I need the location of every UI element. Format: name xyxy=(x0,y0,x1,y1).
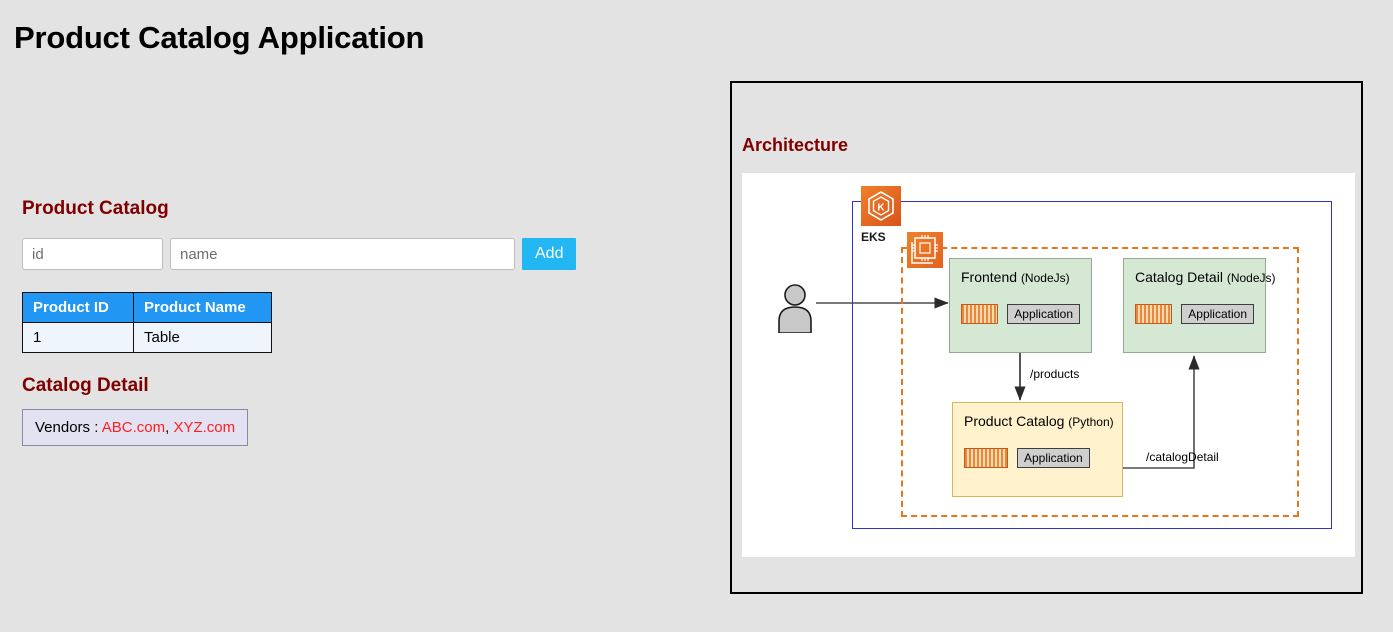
edge-product-catalog-to-catalog-detail xyxy=(1123,355,1200,469)
product-catalog-heading: Product Catalog xyxy=(22,198,169,219)
eks-kubernetes-icon: K xyxy=(861,186,901,226)
service-title-catalog-detail: Catalog Detail (NodeJs) xyxy=(1135,269,1276,285)
vendors-label: Vendors : xyxy=(35,419,99,436)
eks-cluster-boundary xyxy=(852,201,1332,529)
column-header-product-id: Product ID xyxy=(22,292,134,323)
service-name-product-catalog: Product Catalog xyxy=(964,413,1065,429)
table-header-row: Product ID Product Name xyxy=(22,292,272,323)
vendors-box: Vendors : ABC.com, XYZ.com xyxy=(22,409,249,446)
add-product-form: Add xyxy=(22,238,642,270)
product-id-input[interactable] xyxy=(22,238,163,270)
ec2-node-chip-icon xyxy=(907,232,943,268)
product-catalog-pane: Product Catalog Add Product ID Product N… xyxy=(22,198,642,446)
container-stripes-icon xyxy=(961,304,999,324)
architecture-panel: Architecture xyxy=(730,81,1363,594)
service-box-catalog-detail: Catalog Detail (NodeJs) Application xyxy=(1123,258,1276,353)
service-title-product-catalog: Product Catalog (Python) xyxy=(964,413,1114,429)
eks-label: EKS xyxy=(861,230,886,244)
service-tech-catalog-detail: (NodeJs) xyxy=(1226,271,1276,285)
service-tech-frontend: (NodeJs) xyxy=(1020,271,1070,285)
product-catalog-table: Product ID Product Name 1 Table xyxy=(22,292,272,353)
architecture-heading: Architecture xyxy=(742,135,849,155)
application-chip-catalog-detail: Application xyxy=(1181,304,1254,324)
cell-product-id: 1 xyxy=(22,322,134,353)
catalog-detail-heading: Catalog Detail xyxy=(22,375,149,396)
cell-product-name: Table xyxy=(133,322,272,353)
column-header-product-name: Product Name xyxy=(133,292,272,323)
table-row: 1 Table xyxy=(22,322,272,353)
service-name-frontend: Frontend xyxy=(961,269,1018,285)
service-title-frontend: Frontend (NodeJs) xyxy=(961,269,1080,285)
service-body-catalog-detail: Application xyxy=(1135,304,1254,324)
vendor-link-xyz[interactable]: XYZ.com xyxy=(173,419,236,436)
container-stripes-icon xyxy=(964,448,1008,468)
service-box-frontend: Frontend (NodeJs) Application xyxy=(949,258,1092,353)
application-chip-product-catalog: Application xyxy=(1017,448,1090,468)
service-tech-product-catalog: (Python) xyxy=(1068,415,1114,429)
edge-label-products: /products xyxy=(1030,367,1080,381)
service-box-product-catalog: Product Catalog (Python) Application xyxy=(952,402,1123,497)
application-chip-frontend: Application xyxy=(1007,304,1080,324)
architecture-diagram: K EKS xyxy=(742,173,1355,557)
diagram-connectors xyxy=(816,297,1200,469)
vendors-separator: , xyxy=(165,419,170,436)
eks-nodegroup-boundary xyxy=(901,247,1299,517)
service-body-product-catalog: Application xyxy=(964,448,1111,468)
service-name-catalog-detail: Catalog Detail xyxy=(1135,269,1223,285)
container-stripes-icon xyxy=(1135,304,1173,324)
svg-text:K: K xyxy=(877,203,885,214)
service-body-frontend: Application xyxy=(961,304,1080,324)
page-title: Product Catalog Application xyxy=(14,20,425,55)
add-product-button[interactable]: Add xyxy=(522,238,577,270)
user-actor-icon xyxy=(775,283,815,334)
edge-label-catalog-detail: /catalogDetail xyxy=(1146,450,1219,464)
vendor-link-abc[interactable]: ABC.com xyxy=(101,419,166,436)
product-name-input[interactable] xyxy=(170,238,515,270)
